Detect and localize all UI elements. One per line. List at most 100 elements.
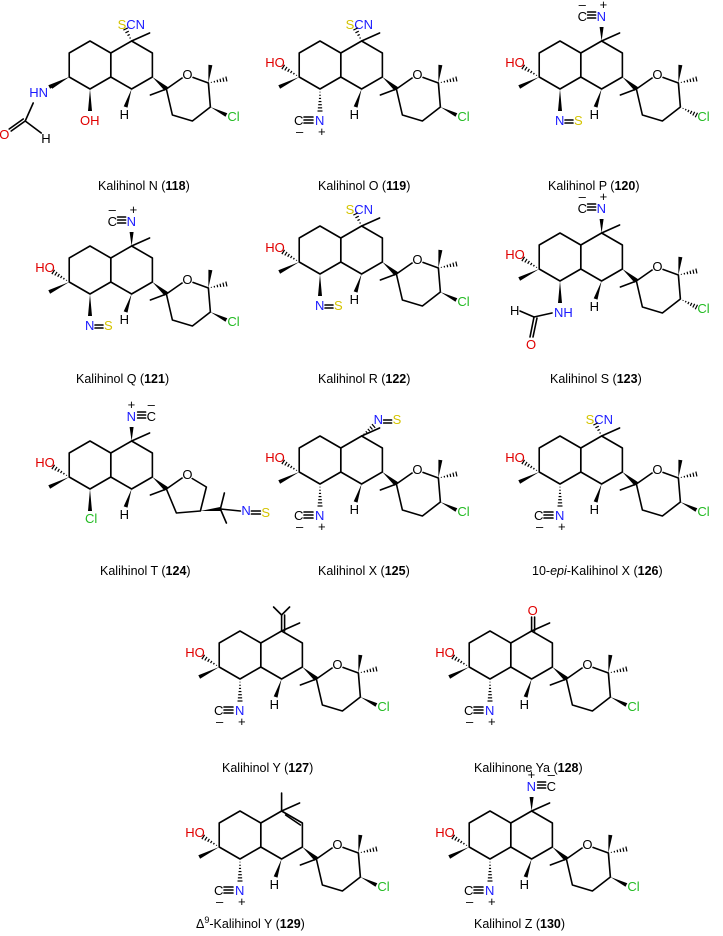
isothiocyanate-sulfur: S [261,505,270,520]
isocyanide-nitrogen: N [485,703,494,718]
hydroxyl-label: HO [35,455,55,470]
junction-hydrogen: H [120,107,129,122]
formyl-h-label: H [510,303,519,318]
hydroxyl-label: HO [505,55,525,70]
ring-oxygen-label: O [332,657,342,672]
formal-charge: – [466,894,474,909]
formal-charge: – [548,767,556,782]
ring-oxygen-label: O [652,259,662,274]
ring-oxygen-label: O [582,657,592,672]
chlorine-label: Cl [85,511,97,526]
ring-oxygen-label: O [182,467,192,482]
ring-oxygen-label: O [412,252,422,267]
isocyanide-nitrogen: N [235,883,244,898]
compound-caption-119: Kalihinol O (119) [318,179,410,193]
junction-hydrogen: H [350,502,359,517]
isocyanide-nitrogen: N [315,113,324,128]
isocyanide-carbon: C [214,703,223,718]
formal-charge: + [528,767,536,782]
compound-caption-118: Kalihinol N (118) [98,179,190,193]
chlorine-label: Cl [227,314,239,329]
ring-oxygen-label: O [412,462,422,477]
isocyanide-nitrogen: N [555,508,564,523]
isothiocyanate-label: N [241,503,250,518]
compound-caption-121: Kalihinol Q (121) [76,372,169,386]
formal-charge: + [130,202,138,217]
chlorine-label: Cl [697,301,709,316]
formal-charge: – [296,519,304,534]
hydroxyl-label: OH [80,113,100,128]
isocyanide-nitrogen: N [527,779,536,794]
compound-caption-120: Kalihinol P (120) [548,179,640,193]
compound-caption-124: Kalihinol T (124) [100,564,191,578]
ring-oxygen-label: O [182,67,192,82]
formal-charge: – [579,0,587,12]
formal-charge: + [318,124,326,139]
compound-caption-128: Kalihinone Ya (128) [474,761,583,775]
formal-charge: – [466,714,474,729]
junction-hydrogen: H [270,697,279,712]
formal-charge: – [216,714,224,729]
amide-nh-label: HN [29,85,48,100]
ring-oxygen-label: O [412,67,422,82]
chlorine-label: Cl [377,879,389,894]
junction-hydrogen: H [120,507,129,522]
formal-charge: – [148,397,156,412]
hydroxyl-label: HO [35,260,55,275]
isothiocyanate-sulfur: S [393,412,402,427]
junction-hydrogen: H [120,312,129,327]
formal-charge: + [238,894,246,909]
isothiocyanate-nitrogen: N [374,412,383,427]
compound-caption-129: Δ9-Kalihinol Y (129) [196,915,305,931]
formal-charge: + [128,397,136,412]
isothiocyanate-nitrogen: N [555,113,564,128]
formal-charge: + [488,894,496,909]
isocyanide-carbon: C [464,703,473,718]
carbonyl-oxygen-label: O [0,127,9,142]
junction-hydrogen: H [350,107,359,122]
chlorine-label: Cl [457,504,469,519]
hydroxyl-label: HO [505,247,525,262]
isocyanide-carbon: C [547,779,556,794]
isocyanide-nitrogen: N [597,9,606,24]
isocyanide-nitrogen: N [315,508,324,523]
formal-charge: + [558,519,566,534]
amide-nh-label: NH [554,305,573,320]
junction-hydrogen: H [520,877,529,892]
isothiocyanate-sulfur: S [104,318,113,333]
formal-charge: – [109,202,117,217]
isothiocyanate-sulfur: S [334,298,343,313]
isocyanide-nitrogen: N [597,201,606,216]
hydroxyl-label: HO [265,240,285,255]
isocyanide-carbon: C [108,214,117,229]
isothiocyanate-sulfur: S [574,113,583,128]
isocyanide-carbon: C [578,9,587,24]
hydroxyl-label: HO [435,645,455,660]
junction-hydrogen: H [590,299,599,314]
ring-oxygen-label: O [582,837,592,852]
chlorine-label: Cl [377,699,389,714]
chlorine-label: Cl [457,109,469,124]
junction-hydrogen: H [590,107,599,122]
ring-oxygen-label: O [652,67,662,82]
formyl-h-label: H [41,131,50,146]
isocyanide-nitrogen: N [485,883,494,898]
chlorine-label: Cl [627,879,639,894]
hydroxyl-label: HO [435,825,455,840]
ring-oxygen-label: O [332,837,342,852]
formal-charge: – [536,519,544,534]
junction-hydrogen: H [590,502,599,517]
isothiocyanate-nitrogen: N [85,318,94,333]
hydroxyl-label: HO [265,450,285,465]
thiocyanate-label: SCN [346,17,373,32]
chlorine-label: Cl [627,699,639,714]
isocyanide-carbon: C [214,883,223,898]
